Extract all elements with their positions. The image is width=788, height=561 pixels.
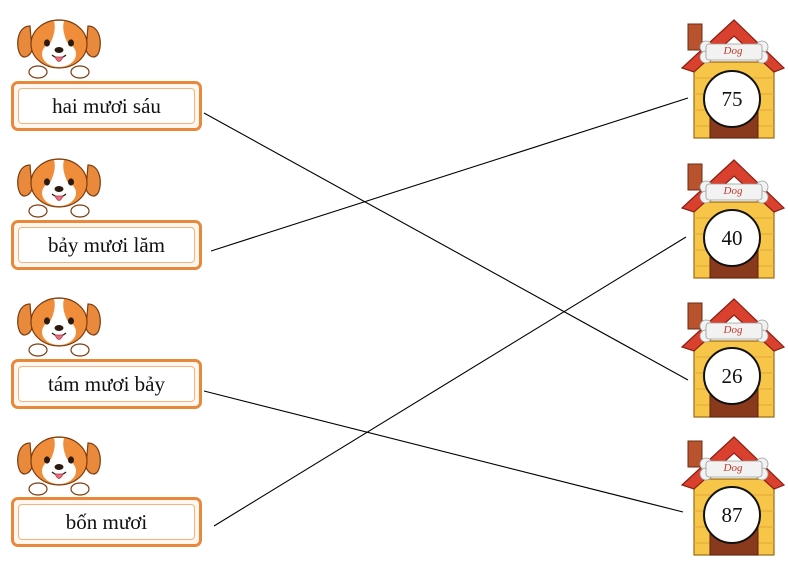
- house-sign-text: Dog: [723, 462, 743, 474]
- puppy-icon: [16, 431, 102, 497]
- puppy-icon: [16, 14, 102, 80]
- number-word-label: bốn mươi: [65, 509, 148, 534]
- number-word-box: bốn mươi: [11, 497, 202, 547]
- connection-line-1: [203, 112, 689, 381]
- connection-line-3: [203, 390, 684, 513]
- number-circle: 87: [703, 486, 761, 544]
- number-word-label: tám mươi bảy: [48, 371, 165, 396]
- puppy-icon: [16, 153, 102, 219]
- number-word-box: hai mươi sáu: [11, 81, 202, 131]
- number-circle: 40: [703, 209, 761, 267]
- puppy-icon: [16, 292, 102, 358]
- number-word-label: hai mươi sáu: [52, 93, 161, 118]
- house-sign-text: Dog: [723, 324, 743, 336]
- house-sign-text: Dog: [723, 185, 743, 197]
- number-word-box: bảy mươi lăm: [11, 220, 202, 270]
- connection-line-2: [210, 97, 689, 252]
- number-circle: 26: [703, 347, 761, 405]
- house-sign-text: Dog: [723, 45, 743, 57]
- number-word-box: tám mươi bảy: [11, 359, 202, 409]
- number-word-label: bảy mươi lăm: [48, 232, 165, 257]
- connection-line-4: [213, 236, 687, 527]
- number-circle: 75: [703, 70, 761, 128]
